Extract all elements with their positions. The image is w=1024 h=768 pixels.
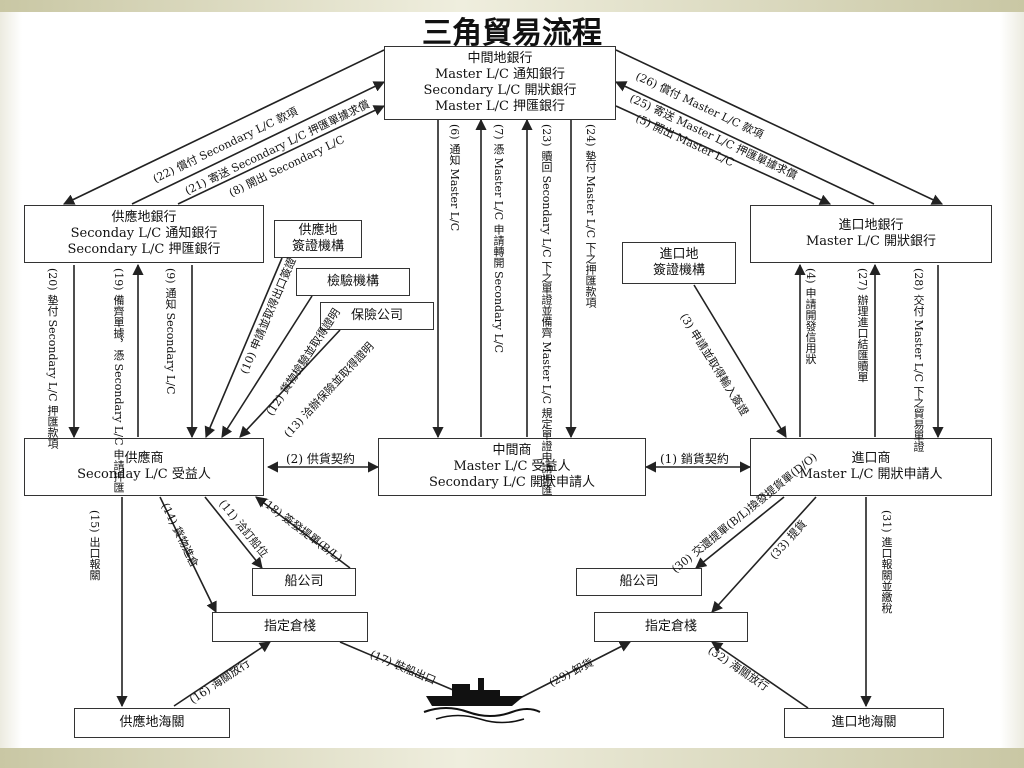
middle-bank-box: 中間地銀行 Master L/C 通知銀行 Secondary L/C 開狀銀行… [384, 46, 616, 120]
bottom-decor-band [0, 748, 1024, 768]
label-step-20: (20) 墊付 Secondary L/C 押匯款項 [46, 268, 59, 449]
label-step-24: (24) 墊付 Master L/C 下之押匯款項 [584, 124, 597, 308]
supplier-box: 供應商 Seconday L/C 受益人 [24, 438, 264, 496]
label-step-28: (28) 交付 Master L/C 下之貿易單證 [912, 268, 925, 452]
label-step-2: (2) 供貨契約 [286, 452, 355, 466]
box-line: 進口地 [659, 247, 699, 262]
customs-left-box: 供應地海關 [74, 708, 230, 738]
top-decor-band [0, 0, 1024, 12]
box-line: Master L/C 押匯銀行 [434, 99, 566, 114]
ship-company-right-box: 船公司 [576, 568, 702, 596]
warehouse-left-box: 指定倉棧 [212, 612, 368, 642]
label-step-6: (6) 通知 Master L/C [448, 124, 461, 232]
box-line: 中間商 [492, 443, 532, 458]
supply-bank-box: 供應地銀行 Seconday L/C 通知銀行 Secondary L/C 押匯… [24, 205, 264, 263]
warehouse-right-box: 指定倉棧 [594, 612, 748, 642]
supply-visa-box: 供應地 簽證機構 [274, 220, 362, 258]
box-line: Secondary L/C 開狀申請人 [429, 475, 595, 490]
customs-right-box: 進口地海關 [784, 708, 944, 738]
box-line: 供應地 [298, 223, 338, 238]
box-line: 中間地銀行 [467, 51, 533, 66]
box-line: 簽證機構 [291, 239, 344, 254]
label-step-9: (9) 通知 Secondary L/C [164, 268, 177, 395]
box-line: Secondary L/C 押匯銀行 [67, 242, 221, 257]
box-line: 簽證機構 [652, 263, 705, 278]
box-line: 保險公司 [350, 308, 403, 323]
import-visa-box: 進口地 簽證機構 [622, 242, 736, 284]
right-decor-edge [1000, 12, 1024, 748]
box-line: Seconday L/C 受益人 [77, 467, 211, 482]
box-line: 檢驗機構 [326, 274, 379, 289]
box-line: Master L/C 開狀申請人 [799, 467, 943, 482]
label-step-7: (7) 憑 Master L/C 申請轉開 Secondary L/C [492, 124, 505, 354]
box-line: 進口商 [851, 451, 891, 466]
box-line: Master L/C 通知銀行 [434, 67, 566, 82]
middleman-box: 中間商 Master L/C 受益人 Secondary L/C 開狀申請人 [378, 438, 646, 496]
importer-box: 進口商 Master L/C 開狀申請人 [750, 438, 992, 496]
box-line: Secondary L/C 開狀銀行 [423, 83, 577, 98]
ship-company-left-box: 船公司 [252, 568, 356, 596]
left-decor-edge [0, 12, 22, 748]
label-step-4: (4) 申請開發信用狀 [804, 268, 817, 365]
import-bank-box: 進口地銀行 Master L/C 開狀銀行 [750, 205, 992, 263]
box-line: 進口地海關 [831, 715, 897, 730]
ship-icon [423, 678, 541, 724]
insurance-box: 保險公司 [320, 302, 434, 330]
box-line: 指定倉棧 [263, 619, 316, 634]
box-line: 指定倉棧 [644, 619, 697, 634]
label-step-27: (27) 辦理進口結匯贖單 [856, 268, 869, 383]
label-step-19: (19) 備齊單據，憑 Secondary L/C 申請押匯 [112, 268, 125, 493]
box-line: 進口地銀行 [838, 218, 904, 233]
label-step-23: (23) 贖回 Secondary L/C 下之單證並備齊 Master L/C… [540, 124, 553, 496]
box-line: 供應地銀行 [111, 210, 177, 225]
box-line: 船公司 [619, 574, 659, 589]
box-line: 船公司 [284, 574, 324, 589]
box-line: 供應商 [124, 451, 164, 466]
box-line: 供應地海關 [119, 715, 185, 730]
label-step-15: (15) 出口報關 [88, 510, 101, 581]
box-line: Master L/C 開狀銀行 [805, 234, 937, 249]
box-line: Master L/C 受益人 [453, 459, 571, 474]
box-line: Seconday L/C 通知銀行 [70, 226, 218, 241]
label-step-31: (31) 進口報關並繳稅 [880, 510, 893, 614]
inspection-box: 檢驗機構 [296, 268, 410, 296]
label-step-1: (1) 銷貨契約 [660, 452, 729, 466]
page-title: 三角貿易流程 [422, 16, 602, 51]
